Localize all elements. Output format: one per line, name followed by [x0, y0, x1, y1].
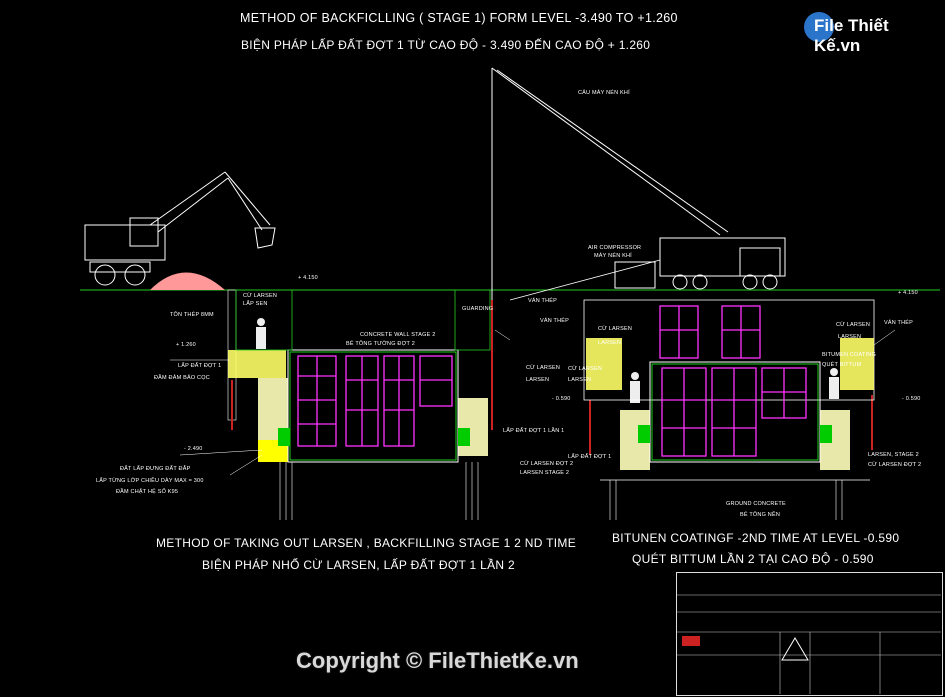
label-cu-larsen-2: CỪ LARSEN [598, 326, 633, 332]
right-piles [609, 480, 843, 520]
soil-pile [150, 272, 225, 290]
label-lap-tung-lop: LẤP TỪNG LỚP CHIỀU DÀY MAX = 300 [96, 478, 204, 484]
label-ground-concrete: GROUND CONCRETE [726, 501, 786, 507]
label-larsen-4: LARSEN [568, 377, 592, 383]
label-larsen-5: LARSEN [838, 334, 862, 340]
label-dam-chat: ĐẦM CHẶT HỆ SỐ K95 [116, 489, 179, 495]
level-l4: - 0.590 [552, 396, 571, 402]
right-pit [583, 299, 875, 481]
label-cu-larsen-dot2: CỪ LARSEN ĐỢT 2 [520, 461, 574, 467]
label-cau-may: CẨU MÁY NÉN KHÍ [578, 90, 630, 96]
company-logo-red [682, 636, 700, 646]
title-stage1-vi: BIỆN PHÁP LẤP ĐẤT ĐỢT 1 TỪ CAO ĐỘ - 3.49… [241, 38, 651, 52]
label-larsen-stage2-b: LARSEN, STAGE 2 [868, 452, 919, 458]
level-l1: + 4.150 [298, 275, 318, 281]
excavator-icon [84, 171, 276, 286]
left-rebar-cages [297, 355, 453, 447]
label-larsen-3: LARSEN [526, 377, 550, 383]
label-van-thep-2: VÁN THÉP [540, 318, 570, 324]
level-l2: + 1.260 [176, 342, 196, 348]
label-lap-dat-dot1: LẤP ĐẤT ĐỢT 1 [178, 363, 222, 369]
label-air-comp: AIR COMPRESSOR [588, 245, 642, 251]
title-bitumen-vi: QUÉT BITTUM LẦN 2 TẠI CAO ĐỘ - 0.590 [632, 552, 874, 566]
level-l3: - 2.490 [184, 446, 203, 452]
label-be-tong-nen: BÊ TÔNG NỀN [740, 512, 780, 518]
label-bitumen: BITUMEN COATING [822, 352, 876, 358]
company-logo-triangle-icon [781, 637, 809, 661]
title-stage2-en: METHOD OF TAKING OUT LARSEN , BACKFILLIN… [156, 536, 576, 550]
label-ton-thep: TÔN THÉP 8MM [170, 312, 214, 318]
label-van-thep-1: VÁN THÉP [528, 298, 558, 304]
leader-lines [170, 329, 896, 476]
title-bitumen-en: BITUNEN COATINGF -2ND TIME AT LEVEL -0.5… [612, 531, 900, 545]
label-larsen-stage2: LARSEN STAGE 2 [520, 470, 570, 476]
title-block [676, 572, 943, 696]
title-block-lines [676, 594, 941, 694]
left-piles [279, 462, 479, 520]
label-larsen-1: LẮP SEN [243, 301, 268, 307]
label-cu-larsen-5: CỪ LARSEN [836, 322, 871, 328]
title-stage2-vi: BIỆN PHÁP NHỔ CỪ LARSEN, LẤP ĐẤT ĐỢT 1 L… [202, 558, 515, 572]
larsen-piles-red [231, 300, 873, 455]
label-be-tong-tuong: BÊ TÔNG TƯỜNG ĐỢT 2 [346, 341, 415, 347]
label-cu-larsen-3: CỪ LARSEN [526, 365, 561, 371]
right-rebar-cages [659, 305, 807, 457]
label-cu-larsen-1: CỪ LARSEN [243, 293, 278, 299]
left-pit [227, 289, 491, 463]
label-larsen-2: LARSEN [598, 340, 622, 346]
label-lap-dat-dot1-b: LẤP ĐẤT ĐỢT 1 [568, 454, 612, 460]
label-lap-dat-lan1: LẤP ĐẤT ĐỢT 1 LẦN 1 [503, 428, 565, 434]
label-concrete-wall: CONCRETE WALL STAGE 2 [360, 332, 436, 338]
label-may-nen: MÁY NÉN KHÍ [594, 253, 632, 259]
level-l6: - 0.590 [902, 396, 921, 402]
label-dat-lap-dung: ĐẤT LẤP ĐƯNG ĐẤT ĐẮP [120, 466, 191, 472]
worker-icon [256, 318, 839, 403]
label-cu-larsen-4: CỪ LARSEN [568, 366, 603, 372]
copyright-text: Copyright © FileThietKe.vn [296, 648, 579, 673]
label-guarding: GUARDING [462, 306, 494, 312]
crane-icon [491, 67, 786, 300]
logo-text: File Thiết Kế.vn [814, 16, 889, 55]
level-l5: + 4.150 [898, 290, 918, 296]
logo-bubble-icon [804, 12, 834, 42]
title-stage1-en: METHOD OF BACKFICLLING ( STAGE 1) FORM L… [240, 11, 678, 25]
label-quet-bitum: QUÉT BITTUM [822, 362, 862, 368]
label-van-thep-3: VÁN THÉP [884, 320, 914, 326]
label-cu-larsen-dot2-b: CỪ LARSEN ĐỢT 2 [868, 462, 922, 468]
site-logo: File Thiết Kế.vn [804, 12, 936, 55]
label-dam-bao: ĐẦM ĐẢM BẢO CỌC [154, 375, 210, 381]
